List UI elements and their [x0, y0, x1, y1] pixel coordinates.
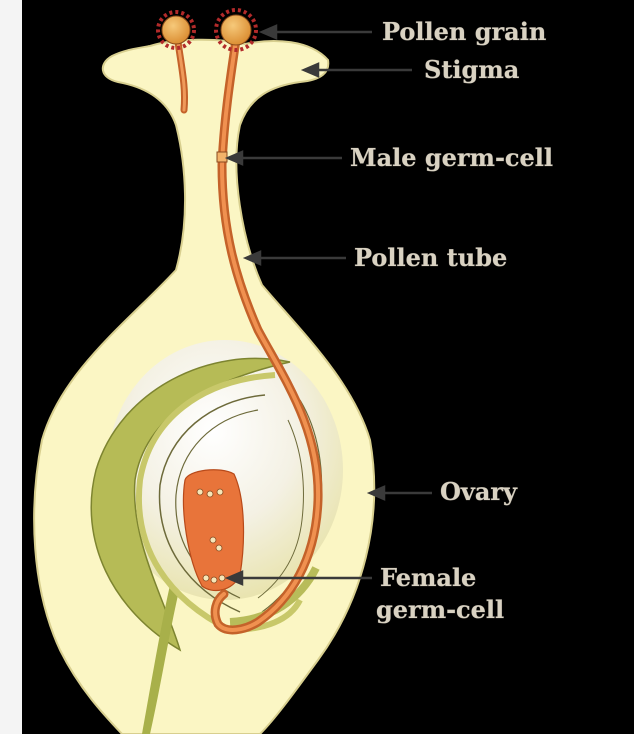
male-germ-cell	[216, 151, 228, 163]
label-stigma: Stigma	[424, 55, 519, 84]
label-ovary: Ovary	[440, 477, 518, 506]
integument-stalk	[142, 585, 178, 734]
label-female-germ-cell-line2: germ-cell	[376, 595, 504, 624]
embryo-sac-nuclei	[196, 488, 226, 584]
label-pollen-grain: Pollen grain	[382, 17, 546, 46]
pollen-tube-core	[213, 38, 321, 632]
pollen-grain-right	[214, 8, 258, 52]
label-male-germ-cell: Male germ-cell	[350, 143, 553, 172]
left-margin-strip	[0, 0, 22, 734]
label-pollen-tube: Pollen tube	[354, 243, 507, 272]
inner-integument-outer	[136, 372, 303, 634]
label-female-germ-cell-line1: Female	[380, 563, 476, 592]
pointer-lines	[224, 24, 432, 586]
inner-integument-line-1	[158, 394, 266, 613]
pollen-grain-left	[156, 10, 196, 50]
